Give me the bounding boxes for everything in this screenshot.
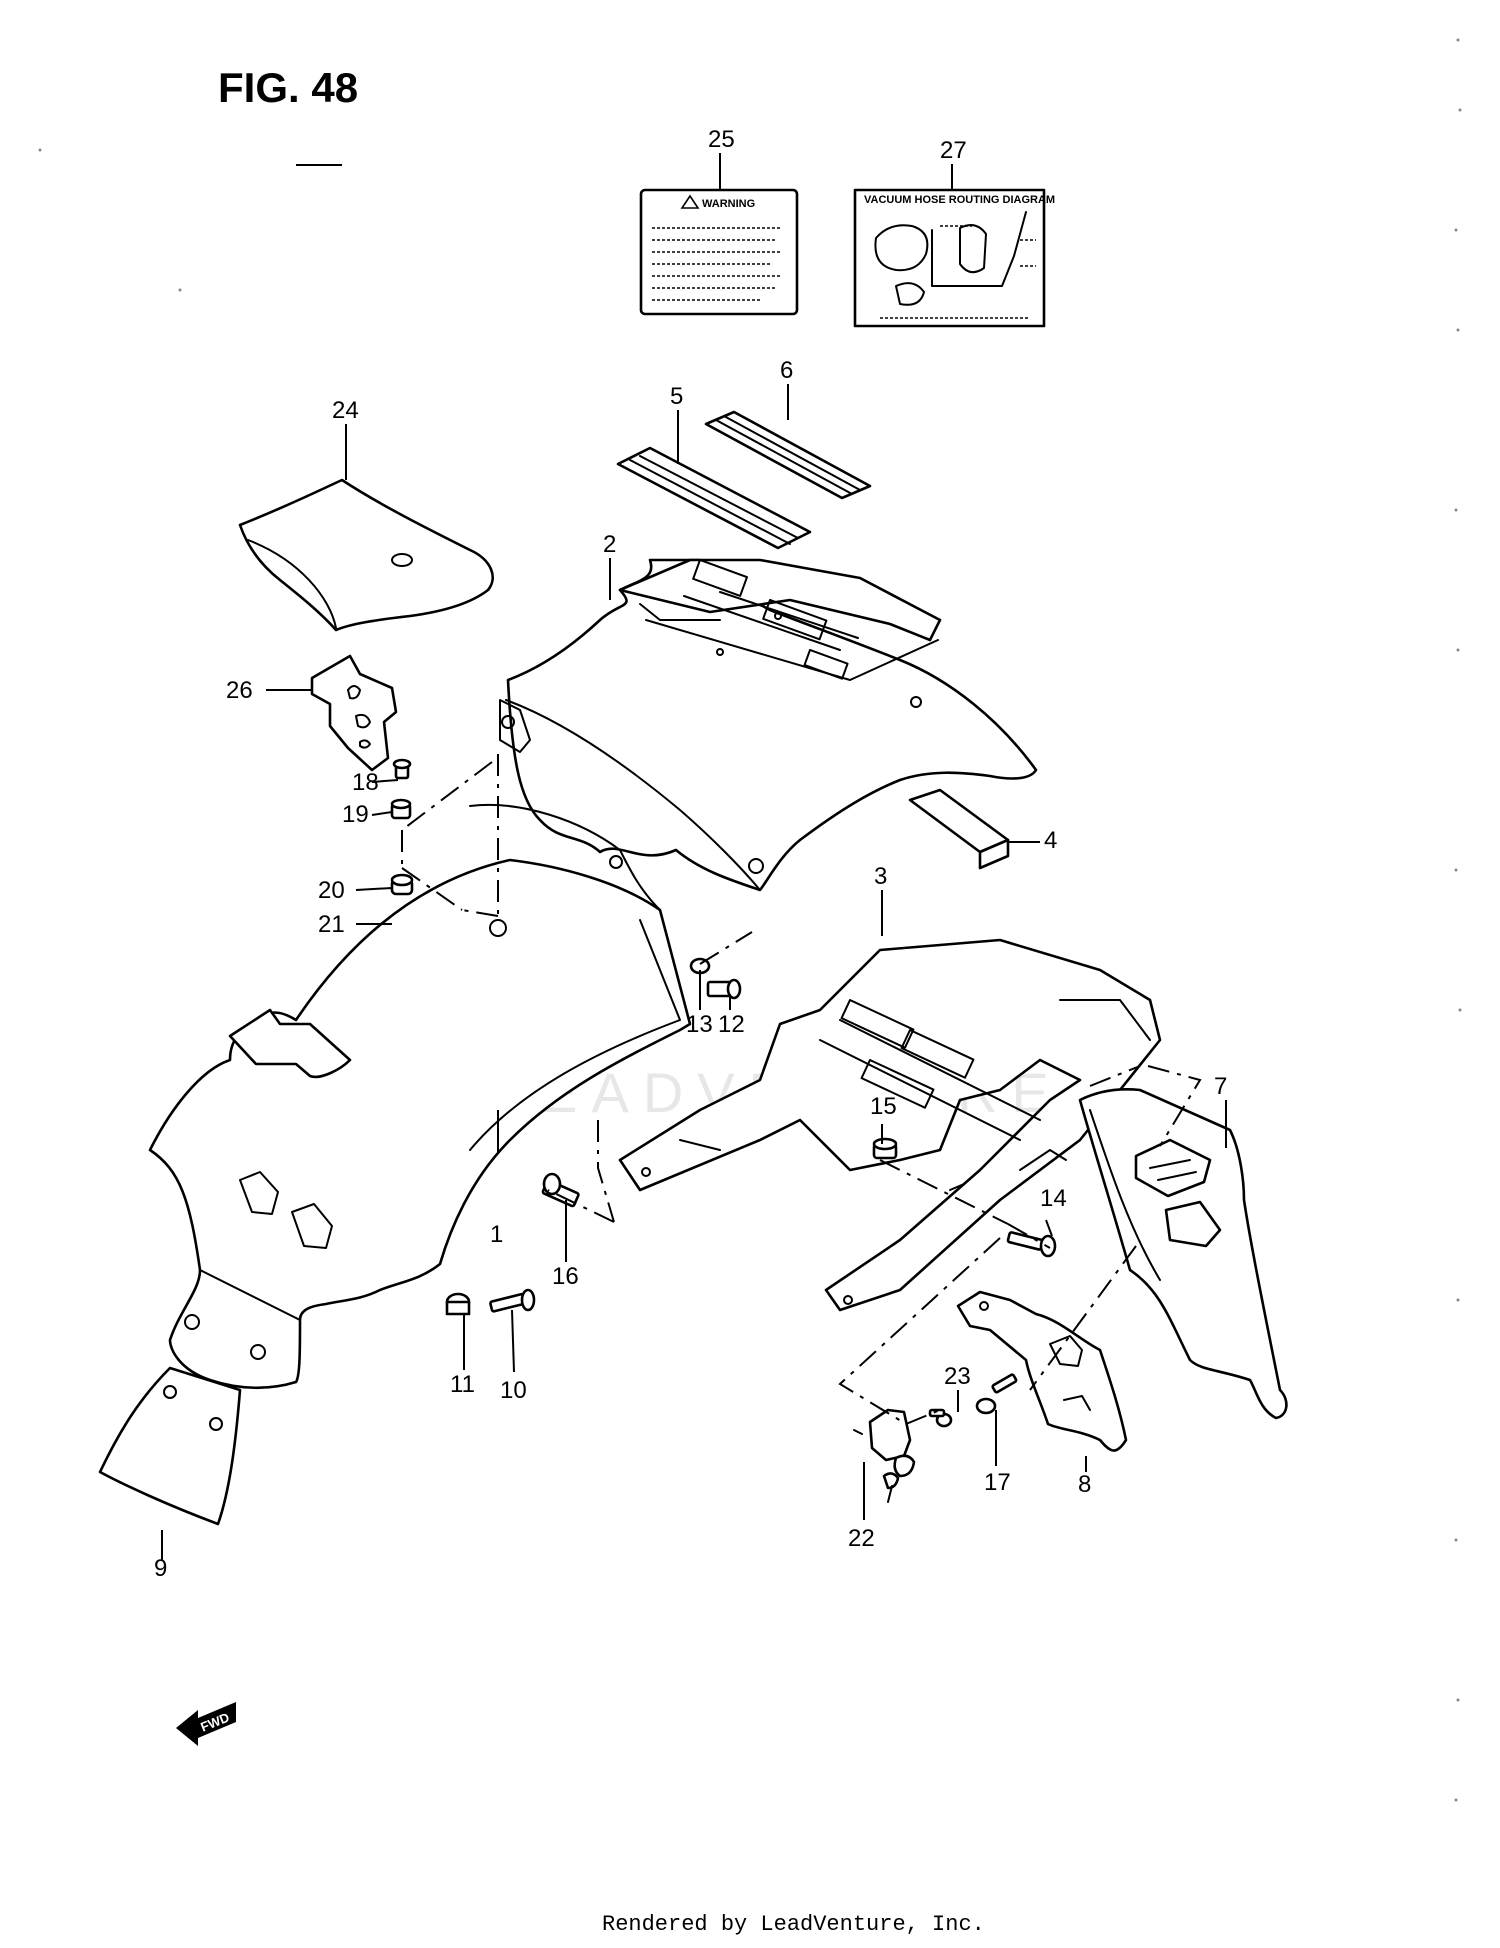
fwd-label: FWD <box>198 1710 231 1735</box>
part-8-hinge-bracket[interactable] <box>956 1290 1128 1452</box>
leader-lines <box>161 153 1227 1560</box>
callout-2: 2 <box>603 531 616 558</box>
part-20-grommet[interactable] <box>390 873 414 896</box>
part-26-bracket[interactable] <box>310 654 398 772</box>
part-18-screw[interactable] <box>392 758 412 780</box>
callout-3: 3 <box>874 863 887 890</box>
part-22-lock[interactable] <box>853 1408 916 1503</box>
figure-title: FIG. 48 <box>218 64 358 111</box>
callout-13: 13 <box>686 1011 713 1038</box>
callout-10: 10 <box>500 1377 527 1404</box>
callout-14: 14 <box>1040 1185 1067 1212</box>
callout-21: 21 <box>318 911 345 938</box>
fwd-arrow-icon: FWD <box>176 1702 236 1746</box>
part-23-screw[interactable] <box>928 1408 953 1428</box>
part-17-screw[interactable] <box>975 1373 1018 1415</box>
assembly-lines <box>401 754 1202 1425</box>
part-1-rear-fender[interactable] <box>148 858 692 1390</box>
part-25-warning-label[interactable]: WARNING <box>639 188 799 316</box>
part-10-bolt[interactable] <box>489 1288 536 1313</box>
callout-16: 16 <box>552 1263 579 1290</box>
callouts: 25 27 24 5 6 2 26 18 19 20 21 4 3 13 12 … <box>154 126 1227 1582</box>
callout-15: 15 <box>870 1093 897 1120</box>
part-5-strip[interactable] <box>616 446 812 550</box>
callout-1: 1 <box>490 1221 503 1248</box>
callout-19: 19 <box>342 801 369 828</box>
callout-27: 27 <box>940 137 967 164</box>
part-15-nut[interactable] <box>872 1137 898 1160</box>
part-9-mud-flap[interactable] <box>98 1366 242 1526</box>
part-14-bolt[interactable] <box>1006 1231 1057 1258</box>
callout-4: 4 <box>1044 827 1057 854</box>
warning-label-heading: WARNING <box>702 198 755 210</box>
callout-23: 23 <box>944 1363 971 1390</box>
part-4-spacer[interactable] <box>908 788 1010 870</box>
part-19-nut[interactable] <box>390 798 412 820</box>
vacuum-label-heading: VACUUM HOSE ROUTING DIAGRAM <box>864 194 1055 206</box>
callout-20: 20 <box>318 877 345 904</box>
callout-7: 7 <box>1214 1073 1227 1100</box>
callout-12: 12 <box>718 1011 745 1038</box>
part-12-bolt[interactable] <box>706 978 742 1000</box>
part-3-carrier-frame[interactable] <box>618 938 1162 1312</box>
part-11-nut[interactable] <box>445 1292 471 1316</box>
callout-25: 25 <box>708 126 735 153</box>
part-24-cover[interactable] <box>238 478 494 632</box>
part-6-strip[interactable] <box>704 410 872 500</box>
footer-credit: Rendered by LeadVenture, Inc. <box>602 1912 985 1937</box>
part-2-rear-carrier-cover[interactable] <box>469 558 1038 911</box>
callout-11: 11 <box>450 1371 475 1398</box>
callout-18: 18 <box>352 769 379 796</box>
callout-17: 17 <box>984 1469 1011 1496</box>
callout-6: 6 <box>780 357 793 384</box>
callout-8: 8 <box>1078 1471 1091 1498</box>
part-7-rear-panel[interactable] <box>1078 1088 1288 1420</box>
callout-26: 26 <box>226 677 253 704</box>
callout-24: 24 <box>332 397 359 424</box>
callout-5: 5 <box>670 383 683 410</box>
warning-icon <box>680 194 700 209</box>
scan-specks <box>38 38 1462 1802</box>
callout-9: 9 <box>154 1555 167 1582</box>
callout-22: 22 <box>848 1525 875 1552</box>
part-27-vacuum-hose-label[interactable]: VACUUM HOSE ROUTING DIAGRAM <box>853 188 1055 328</box>
